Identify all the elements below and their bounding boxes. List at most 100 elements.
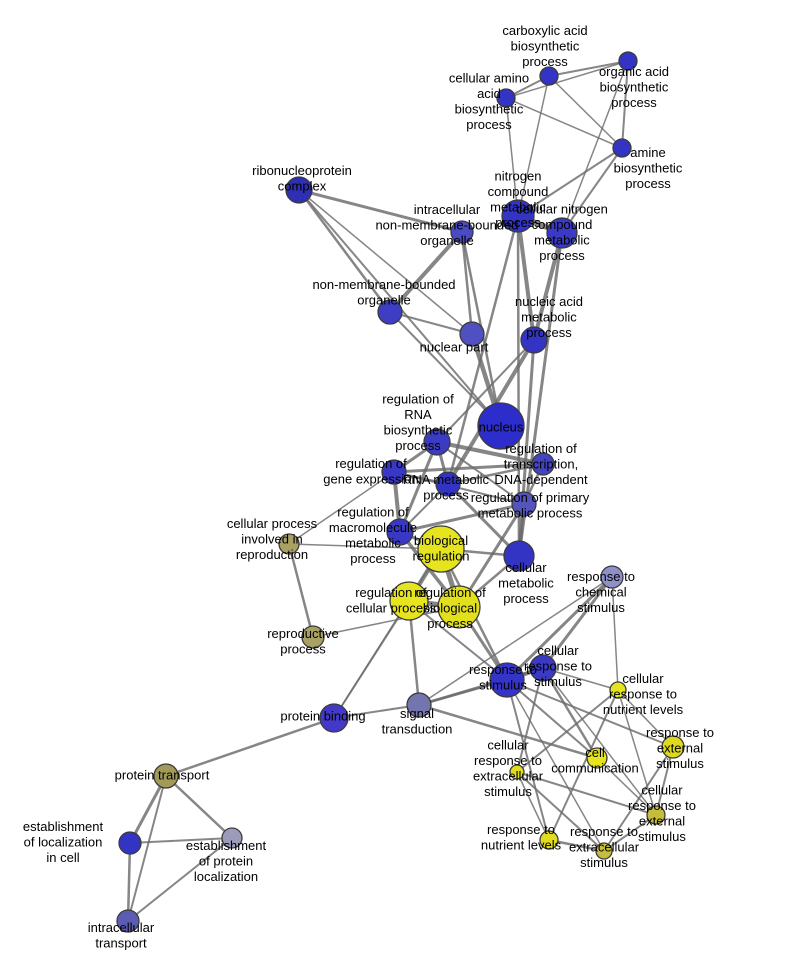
node-rcs[interactable] [600, 565, 624, 589]
node-rs[interactable] [489, 662, 525, 698]
node-rexs[interactable] [595, 842, 613, 860]
edge-crs-rcs [541, 575, 614, 670]
node-cc[interactable] [586, 747, 608, 769]
edge-crs-cc [541, 666, 599, 760]
node-ncm[interactable] [501, 199, 535, 233]
edge-rtd-rge [392, 462, 545, 474]
node-inmo[interactable] [450, 220, 474, 244]
edge-rp-rbp [312, 606, 460, 638]
edge-crs-cres [516, 667, 544, 773]
nodes-layer [116, 51, 685, 933]
edge-pt-it [127, 775, 167, 922]
edge-rpm-rmm [398, 502, 526, 534]
edge-rexs-cres [516, 771, 605, 852]
node-rpm[interactable] [511, 491, 537, 517]
node-res[interactable] [661, 735, 685, 759]
node-crnl[interactable] [609, 681, 627, 699]
edge-cc-crexs [596, 757, 657, 816]
node-crs[interactable] [529, 654, 557, 682]
node-ca[interactable] [539, 66, 559, 86]
node-nmo[interactable] [377, 299, 403, 325]
edge-aa-ncm [505, 97, 519, 217]
node-np[interactable] [459, 321, 485, 347]
edge-inmo-nmo [388, 230, 464, 314]
edge-oa-cncm [561, 60, 629, 234]
edge-am-cncm [561, 147, 623, 234]
label-pt: protein transport [115, 768, 210, 783]
edge-rexs-crexs [603, 814, 657, 852]
node-cncm[interactable] [546, 217, 578, 249]
edge-st-rcs [418, 576, 613, 706]
edge-rs-cc [506, 679, 598, 759]
node-cpr[interactable] [278, 533, 300, 555]
edge-inmo-np [460, 230, 474, 336]
node-cres[interactable] [509, 764, 525, 780]
edge-rrb-rtd [435, 440, 545, 466]
label-nuc: nucleus [479, 420, 524, 435]
node-br[interactable] [417, 525, 465, 573]
edge-aa-am [505, 97, 623, 149]
node-rbp[interactable] [437, 585, 481, 629]
edge-ncm-nam [516, 214, 536, 342]
node-pt[interactable] [153, 763, 179, 789]
node-cmp[interactable] [503, 540, 535, 572]
node-aa[interactable] [496, 88, 516, 108]
node-rp[interactable] [301, 625, 325, 649]
edge-crnl-rnl [548, 689, 619, 841]
edge-crnl-crexs [617, 689, 657, 816]
edge-cpr-br [288, 543, 442, 550]
node-nam[interactable] [520, 326, 548, 354]
edge-rnp-np [298, 189, 473, 335]
node-rmp[interactable] [435, 471, 461, 497]
node-it[interactable] [116, 909, 140, 933]
edge-pt-elc [128, 774, 168, 845]
node-rge[interactable] [381, 459, 407, 485]
edge-rrb-rmm [398, 440, 439, 534]
edge-rnp-nmo [297, 188, 392, 314]
label-np: nuclear part [420, 340, 489, 355]
edge-oa-am [621, 60, 629, 149]
edge-cres-crexs [516, 771, 657, 816]
node-epl[interactable] [221, 827, 243, 849]
node-crexs[interactable] [646, 805, 666, 825]
node-elc[interactable] [118, 831, 142, 855]
node-pb[interactable] [319, 703, 349, 733]
node-rnl[interactable] [539, 830, 559, 850]
node-rnp[interactable] [285, 176, 313, 204]
edge-crnl-cres [516, 689, 619, 773]
node-st[interactable] [406, 692, 432, 718]
edge-nmo-nuc [389, 311, 502, 427]
node-nuc[interactable] [477, 402, 525, 450]
node-oa[interactable] [618, 51, 638, 71]
node-rtd[interactable] [531, 452, 555, 476]
node-rmm[interactable] [386, 518, 414, 546]
edge-rmp-cmp [446, 482, 521, 558]
edge-ca-ncm [517, 75, 550, 217]
edge-rnl-cres [516, 771, 550, 841]
node-rrb[interactable] [423, 428, 451, 456]
node-am[interactable] [612, 138, 632, 158]
label-pb: protein binding [280, 709, 365, 724]
node-rcp[interactable] [389, 581, 429, 621]
